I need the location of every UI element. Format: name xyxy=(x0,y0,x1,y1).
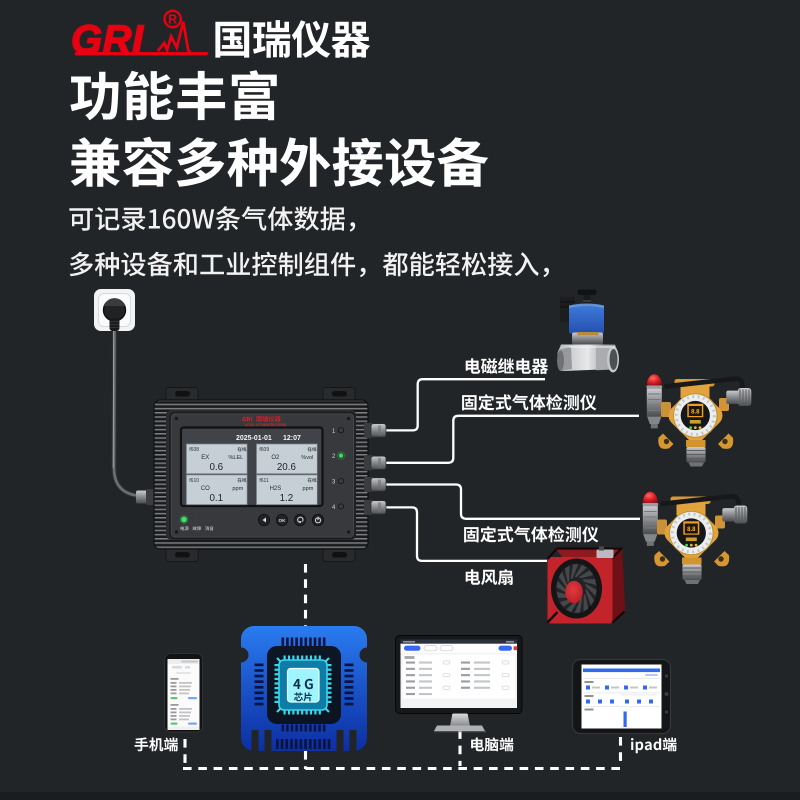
svg-text:12:07: 12:07 xyxy=(283,435,301,442)
svg-text:0.1: 0.1 xyxy=(209,493,223,504)
svg-text:H2S: H2S xyxy=(270,486,282,492)
svg-text:ppm: ppm xyxy=(232,486,243,492)
svg-text:1: 1 xyxy=(332,429,336,435)
svg-text:ppm: ppm xyxy=(303,486,314,492)
svg-text:0.6: 0.6 xyxy=(209,462,223,473)
svg-text:2025-01-01: 2025-01-01 xyxy=(236,435,272,442)
svg-text:3: 3 xyxy=(332,480,336,486)
svg-text:CO: CO xyxy=(201,486,210,492)
svg-text:f609: f609 xyxy=(259,447,269,453)
svg-text:EX: EX xyxy=(201,455,209,461)
svg-text:20.6: 20.6 xyxy=(277,462,297,473)
svg-text:%vol: %vol xyxy=(301,455,313,461)
svg-text:f608: f608 xyxy=(189,447,199,453)
svg-text:R: R xyxy=(168,13,177,27)
svg-text:f611: f611 xyxy=(259,478,269,484)
svg-text:%LEL: %LEL xyxy=(228,455,243,461)
svg-text:4: 4 xyxy=(332,505,336,511)
svg-text:1.2: 1.2 xyxy=(280,493,294,504)
svg-text:OK: OK xyxy=(279,518,287,523)
svg-text:O2: O2 xyxy=(271,455,280,461)
svg-text:f610: f610 xyxy=(189,478,199,484)
svg-text:2: 2 xyxy=(332,454,336,460)
